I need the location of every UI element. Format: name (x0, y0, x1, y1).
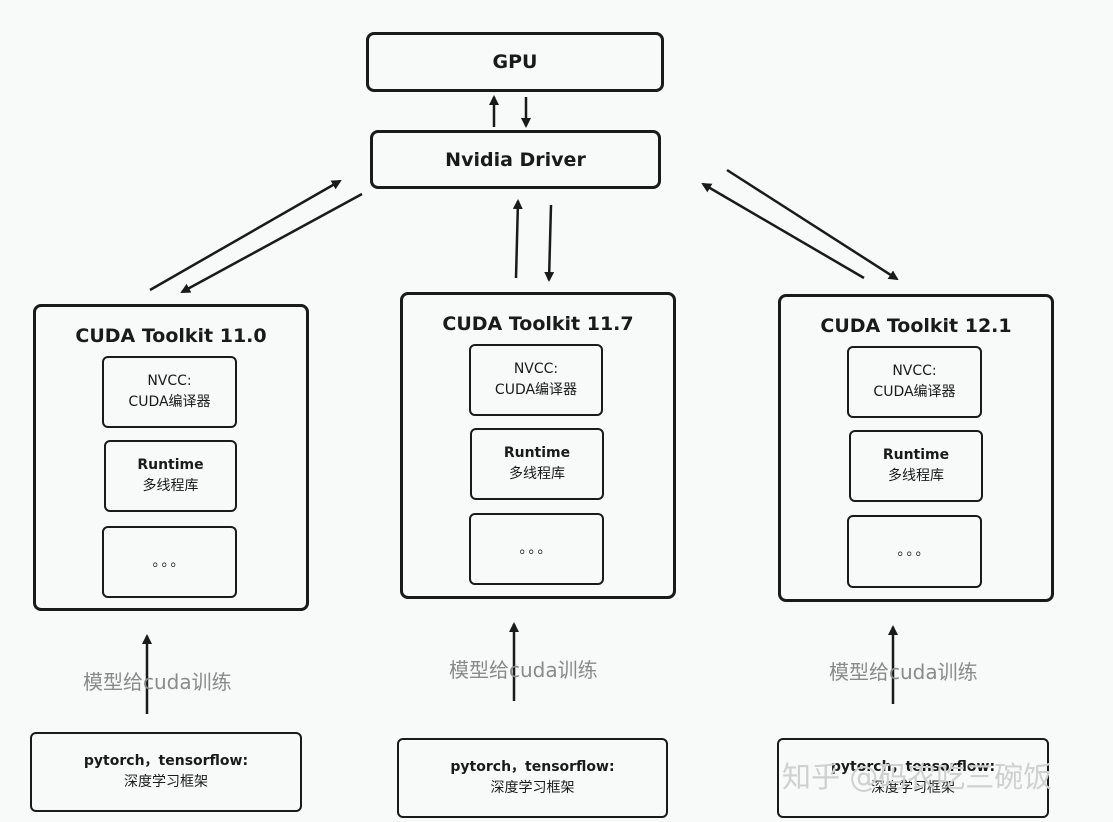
toolkit-title: CUDA Toolkit 12.1 (820, 315, 1012, 337)
watermark-text: 知乎 @码农吃三碗饭 (782, 760, 1053, 794)
arrow-toolkit1-to-driver (149, 179, 342, 292)
framework-box-1: pytorch，tensorflow: 深度学习框架 (30, 732, 302, 812)
gpu-box: GPU (366, 32, 664, 92)
framework-box-2: pytorch，tensorflow: 深度学习框架 (397, 738, 668, 818)
nvcc-desc: CUDA编译器 (494, 382, 578, 398)
runtime-label: Runtime (503, 445, 571, 461)
more-box: 。。。 (847, 515, 982, 588)
runtime-box: Runtime 多线程库 (470, 428, 604, 500)
nvcc-box: NVCC: CUDA编译器 (102, 356, 237, 428)
gpu-label: GPU (492, 51, 538, 73)
runtime-box: Runtime 多线程库 (104, 440, 237, 512)
ellipsis-text: 。。。 (519, 540, 554, 557)
edge-label-1: 模型给cuda训练 (83, 670, 232, 694)
arrow-toolkit3-to-driver (701, 182, 865, 280)
arrow-driver-to-toolkit1 (180, 192, 363, 294)
arrow-toolkit2-to-driver (512, 199, 523, 279)
runtime-label: Runtime (882, 447, 950, 463)
framework-desc: 深度学习框架 (124, 774, 208, 790)
nvcc-label: NVCC: (892, 363, 937, 379)
more-box: 。。。 (102, 526, 237, 598)
runtime-desc: 多线程库 (888, 468, 944, 484)
framework-box-3: pytorch，tensorflow: 深度学习框架 (777, 738, 1049, 818)
framework-desc: 深度学习框架 (871, 780, 955, 796)
nvcc-box: NVCC: CUDA编译器 (469, 344, 603, 416)
runtime-desc: 多线程库 (509, 466, 565, 482)
framework-names: pytorch，tensorflow: (83, 753, 249, 769)
driver-label: Nvidia Driver (445, 148, 586, 171)
runtime-label: Runtime (137, 457, 204, 473)
toolkit-title: CUDA Toolkit 11.7 (442, 313, 634, 335)
edge-label-3: 模型给cuda训练 (829, 660, 978, 684)
ellipsis-text: 。。。 (152, 553, 187, 570)
runtime-box: Runtime 多线程库 (849, 430, 983, 502)
arrow-driver-to-toolkit3 (726, 168, 899, 281)
toolkit-title: CUDA Toolkit 11.0 (75, 325, 267, 347)
nvidia-driver-box: Nvidia Driver (370, 130, 661, 189)
framework-names: pytorch，tensorflow: (830, 759, 996, 775)
nvcc-desc: CUDA编译器 (873, 384, 956, 400)
framework-names: pytorch，tensorflow: (450, 759, 615, 775)
more-box: 。。。 (469, 513, 604, 585)
edge-label-2: 模型给cuda训练 (449, 658, 598, 682)
nvcc-box: NVCC: CUDA编译器 (847, 346, 982, 418)
runtime-desc: 多线程库 (142, 478, 199, 494)
framework-desc: 深度学习框架 (490, 780, 575, 796)
nvcc-label: NVCC: (513, 361, 559, 377)
nvcc-desc: CUDA编译器 (128, 394, 211, 410)
arrow-driver-to-toolkit2 (544, 204, 555, 282)
nvcc-label: NVCC: (147, 373, 192, 389)
ellipsis-text: 。。。 (897, 543, 932, 559)
